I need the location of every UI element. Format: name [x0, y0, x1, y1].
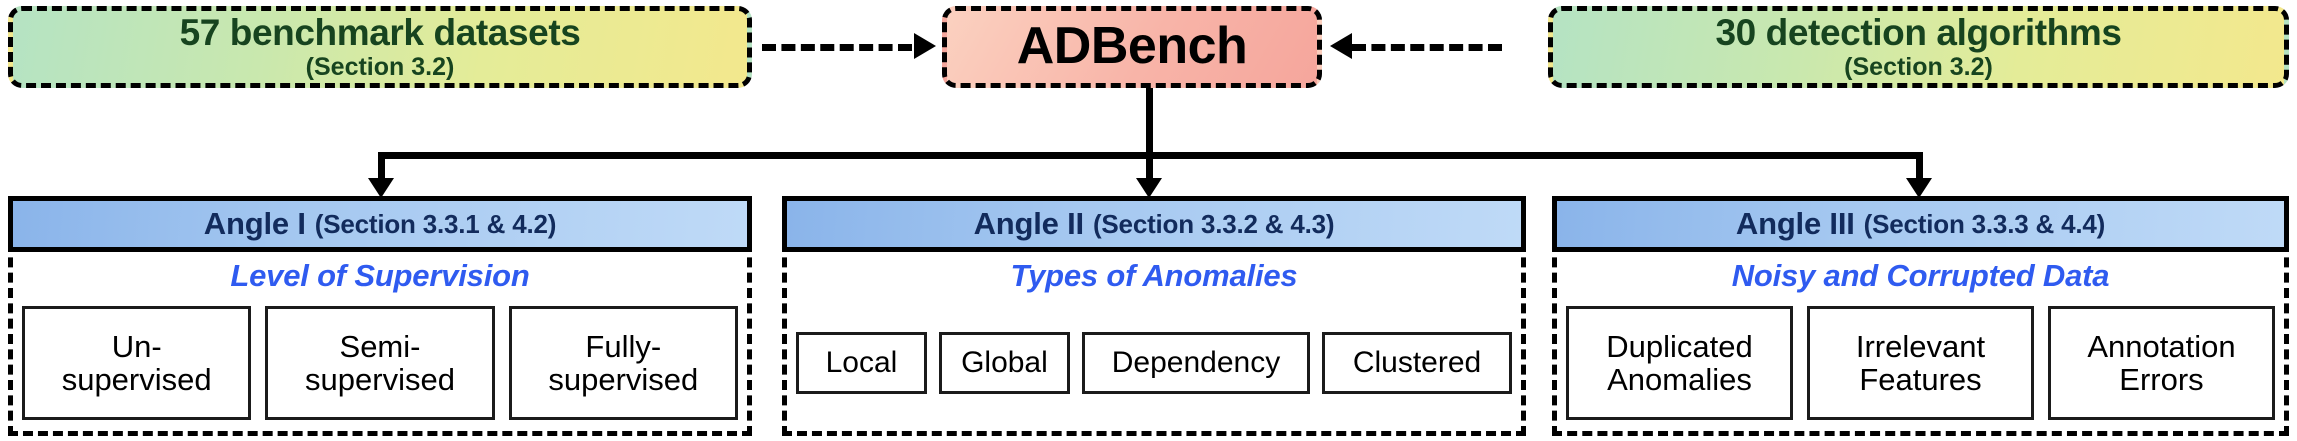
connector-drop-angle-2	[1146, 152, 1153, 182]
arrowhead-down-icon-angle-1	[368, 178, 394, 198]
adbench-title: ADBench	[1016, 17, 1248, 76]
angle-2-item-dependency: Dependency	[1081, 332, 1311, 394]
item-label-line1: Duplicated	[1606, 328, 1753, 364]
dashed-connector-datasets-to-adbench	[762, 44, 912, 51]
item-label-line2: supervised	[61, 362, 212, 397]
angle-1-item-semi-supervised: Semi- supervised	[265, 306, 495, 420]
dashed-connector-algorithms-to-adbench	[1352, 44, 1502, 51]
item-label-line2: supervised	[548, 362, 699, 397]
benchmark-datasets-box: 57 benchmark datasets (Section 3.2)	[8, 6, 752, 88]
angle-2-section: (Section 3.3.2 & 4.3)	[1092, 208, 1335, 239]
angle-3-header: Angle III (Section 3.3.3 & 4.4)	[1552, 196, 2289, 252]
angle-1-item-unsupervised: Un- supervised	[22, 306, 252, 420]
arrowhead-right-icon	[914, 33, 936, 59]
item-label-line2: supervised	[305, 362, 455, 397]
connector-drop-angle-3	[1916, 152, 1923, 182]
angle-3-subtitle: Noisy and Corrupted Data	[1731, 258, 2110, 293]
angle-1-subtitle: Level of Supervision	[230, 258, 530, 293]
angle-3-item-duplicated-anomalies: Duplicated Anomalies	[1566, 306, 1793, 420]
angle-2-header: Angle II (Section 3.3.2 & 4.3)	[782, 196, 1526, 252]
angle-3-section: (Section 3.3.3 & 4.4)	[1863, 208, 2106, 239]
angle-1-name: Angle I	[203, 206, 306, 241]
item-label-line1: Clustered	[1352, 345, 1482, 379]
item-label-line1: Dependency	[1111, 345, 1281, 379]
benchmark-datasets-section: (Section 3.2)	[305, 52, 455, 81]
item-label-line1: Un-	[111, 328, 162, 364]
angle-2-item-global: Global	[938, 332, 1070, 394]
angle-3-item-irrelevant-features: Irrelevant Features	[1807, 306, 2034, 420]
angle-3-item-row: Duplicated Anomalies Irrelevant Features…	[1566, 306, 2275, 420]
arrowhead-down-icon-angle-3	[1906, 178, 1932, 198]
item-label-line1: Annotation	[2087, 328, 2236, 364]
item-label-line2: Anomalies	[1607, 362, 1752, 397]
item-label-line1: Semi-	[339, 328, 421, 364]
arrowhead-down-icon-angle-2	[1136, 178, 1162, 198]
detection-algorithms-title: 30 detection algorithms	[1715, 11, 2122, 53]
item-label-line2: Features	[1859, 362, 1982, 397]
item-label-line1: Irrelevant	[1855, 328, 1986, 364]
angle-1-section: (Section 3.3.1 & 4.2)	[314, 208, 557, 239]
angle-3-item-annotation-errors: Annotation Errors	[2048, 306, 2275, 420]
item-label-line2: Errors	[2119, 362, 2204, 397]
detection-algorithms-section: (Section 3.2)	[1844, 52, 1993, 81]
benchmark-datasets-title: 57 benchmark datasets	[179, 11, 581, 53]
adbench-box: ADBench	[942, 6, 1322, 88]
connector-drop-angle-1	[378, 152, 385, 182]
item-label-line1: Global	[961, 345, 1048, 379]
angle-3-name: Angle III	[1735, 206, 1855, 241]
angle-2-subtitle: Types of Anomalies	[1010, 258, 1298, 293]
angle-2-item-row: Local Global Dependency Clustered	[796, 332, 1512, 394]
item-label-line1: Local	[825, 345, 898, 379]
item-label-line1: Fully-	[585, 328, 662, 364]
arrowhead-left-icon	[1330, 33, 1352, 59]
angle-2-item-clustered: Clustered	[1322, 332, 1512, 394]
angle-1-item-fully-supervised: Fully- supervised	[508, 306, 738, 420]
connector-stem	[1146, 88, 1153, 158]
angle-2-item-local: Local	[796, 332, 927, 394]
angle-2-name: Angle II	[973, 206, 1085, 241]
angle-1-header: Angle I (Section 3.3.1 & 4.2)	[8, 196, 752, 252]
angle-1-item-row: Un- supervised Semi- supervised Fully- s…	[22, 306, 738, 420]
detection-algorithms-box: 30 detection algorithms (Section 3.2)	[1548, 6, 2289, 88]
